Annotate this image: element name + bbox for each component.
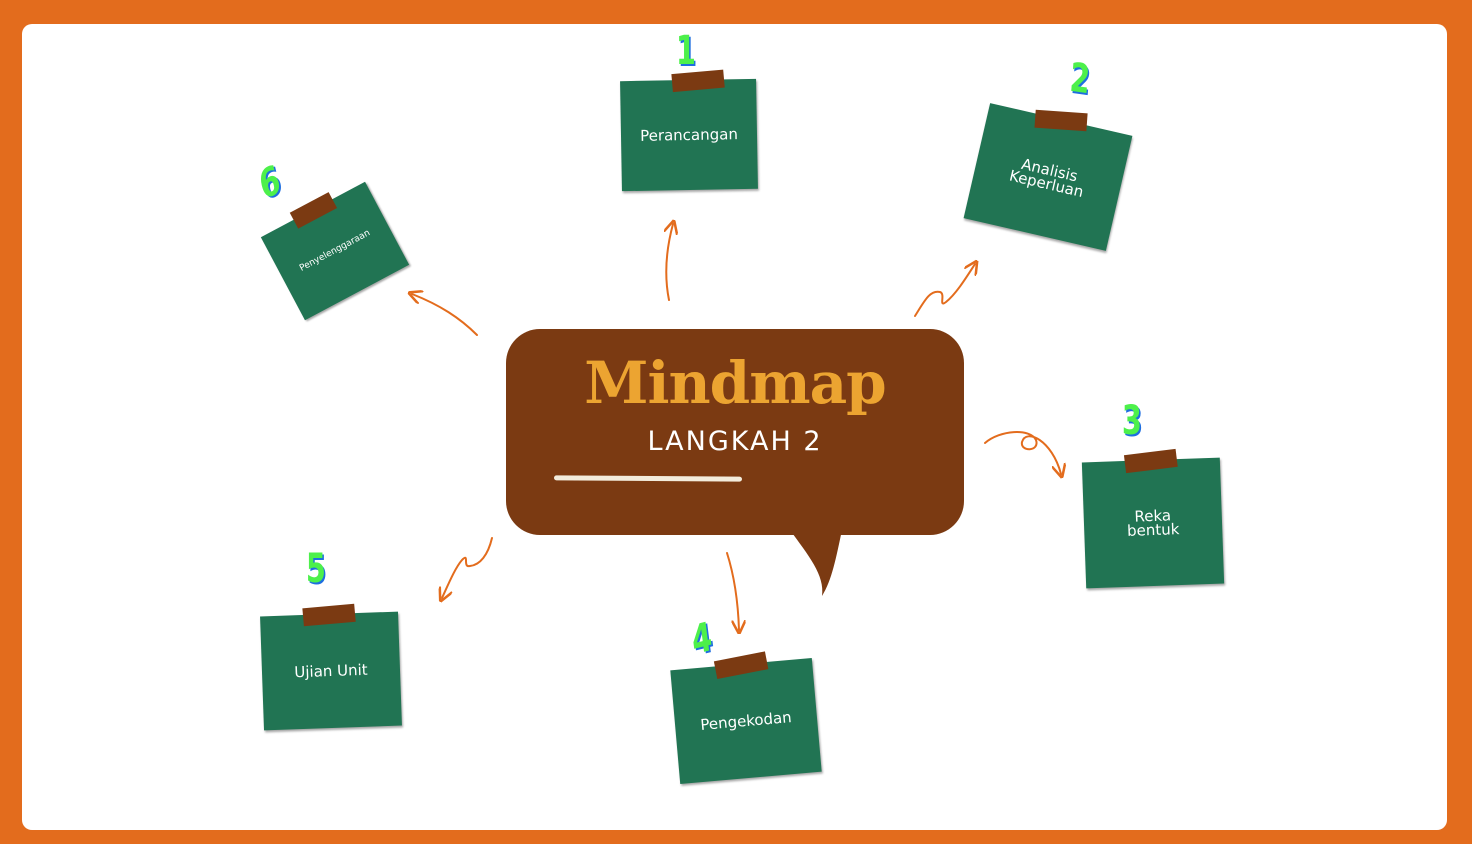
step-1-note: Perancangan [620, 69, 758, 192]
center-title: Mindmap [584, 349, 886, 417]
step-3-label: Reka bentuk [1126, 506, 1180, 540]
step-2-number: 2 [1068, 54, 1092, 104]
step-6-label: Penyelenggaraan [298, 228, 372, 274]
arrow-to-step-6 [412, 294, 478, 336]
step-5-note: Ujian Unit [260, 603, 402, 731]
step-2-label: Analisis Keperluan [1007, 154, 1086, 202]
arrow-to-step-5 [442, 537, 493, 598]
arrow-to-step-3 [984, 431, 1061, 474]
step-5-label: Ujian Unit [294, 660, 368, 682]
chalk-underline [553, 475, 743, 482]
step-4-label: Pengekodan [699, 708, 793, 734]
center-subtitle: LANGKAH 2 [647, 426, 823, 457]
step-3-number: 3 [1121, 398, 1142, 444]
step-1-tape [671, 69, 725, 93]
step-1-label: Perancangan [639, 125, 739, 145]
step-5-tape [302, 603, 356, 627]
arrow-to-step-4 [726, 552, 739, 630]
step-2-tape [1034, 109, 1088, 132]
bubble-tail [790, 530, 842, 596]
arrow-to-step-1 [666, 224, 673, 301]
arrow-to-step-2 [914, 264, 975, 317]
step-4-note: Pengekodan [670, 651, 822, 784]
step-5-number: 5 [305, 546, 326, 592]
step-3-note: Reka bentuk [1081, 448, 1225, 589]
center-bubble: Mindmap LANGKAH 2 [506, 329, 964, 535]
step-1-number: 1 [675, 28, 696, 74]
